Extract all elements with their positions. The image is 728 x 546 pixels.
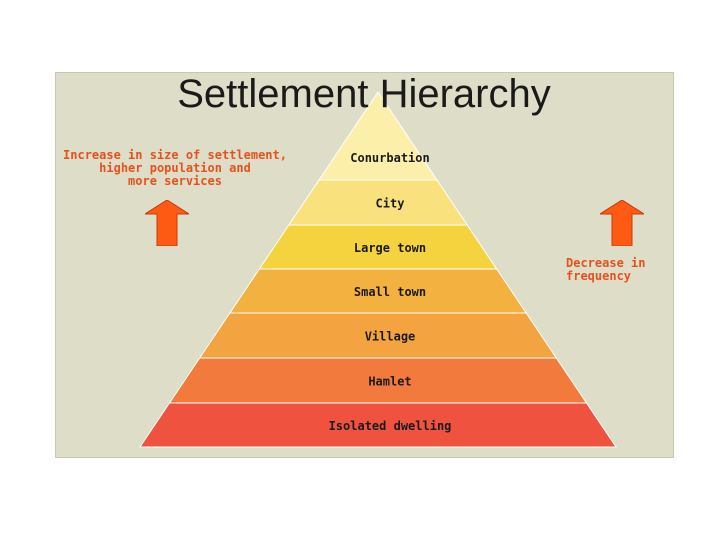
pyramid-layer: Village [198, 312, 558, 359]
frequency-decrease-note: Decrease in frequency [566, 256, 646, 283]
up-arrow-icon [600, 200, 644, 246]
pyramid-layer-label: Small town [354, 285, 426, 299]
pyramid-layer-label: Hamlet [368, 375, 411, 389]
pyramid-layer-label: Conurbation [350, 151, 429, 165]
size-increase-note: Increase in size of settlement, higher p… [63, 148, 287, 188]
pyramid-layer-band [139, 402, 617, 448]
pyramid-layer-label: City [376, 197, 405, 211]
pyramid-layer: Hamlet [168, 357, 588, 404]
pyramid-layer: Small town [228, 268, 528, 314]
slide-title: Settlement Hierarchy [177, 72, 551, 116]
pyramid-layer: Large town [258, 224, 498, 270]
pyramid-layer: City [287, 179, 469, 226]
pyramid-layer-label: Village [365, 330, 416, 344]
pyramid-layer: Isolated dwelling [139, 402, 617, 448]
pyramid-layer-label: Large town [354, 241, 426, 255]
up-arrow-icon [145, 200, 189, 246]
pyramid-layer-label: Isolated dwelling [329, 419, 452, 433]
pyramid-layer: Conurbation [318, 91, 438, 181]
